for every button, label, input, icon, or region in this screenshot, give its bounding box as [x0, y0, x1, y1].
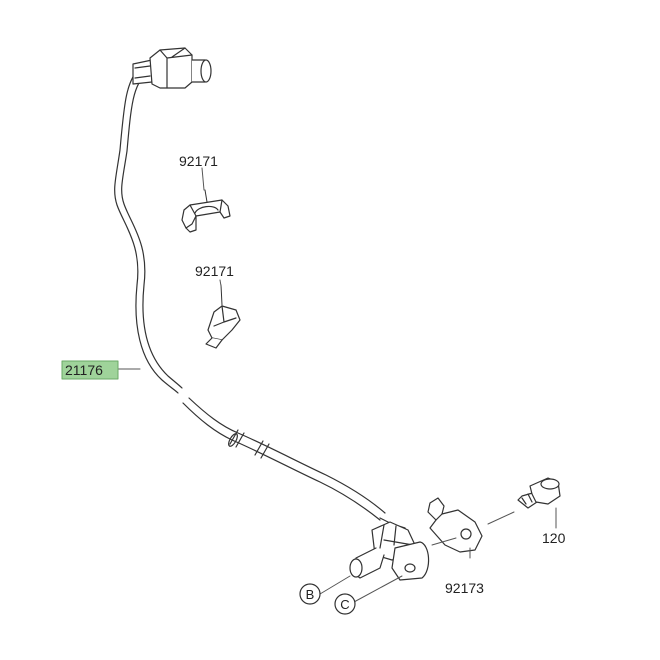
- label-120: 120: [542, 530, 566, 546]
- part-labels: 92171 92171 21176 92173 120: [61, 153, 566, 596]
- leader-lines: [117, 167, 557, 603]
- reference-markers: B C: [299, 583, 356, 615]
- bracket-plate[interactable]: [427, 497, 483, 553]
- label-21176-highlight: [61, 360, 119, 380]
- sensor-head[interactable]: [349, 517, 430, 581]
- cable-connector[interactable]: [132, 47, 212, 89]
- clamp-upper[interactable]: [181, 189, 231, 233]
- clamp-lower[interactable]: [205, 284, 241, 349]
- reference-b-label: B: [306, 587, 315, 602]
- reference-c-label: C: [340, 597, 349, 612]
- abs-sensor-cable[interactable]: [114, 67, 386, 521]
- label-92171-lower: 92171: [195, 263, 234, 279]
- bolt[interactable]: [517, 477, 561, 509]
- label-92173: 92173: [445, 580, 484, 596]
- label-92171-upper: 92171: [179, 153, 218, 169]
- reference-b-circle: [299, 583, 321, 605]
- label-21176: 21176: [65, 362, 103, 378]
- reference-c-circle: [334, 593, 356, 615]
